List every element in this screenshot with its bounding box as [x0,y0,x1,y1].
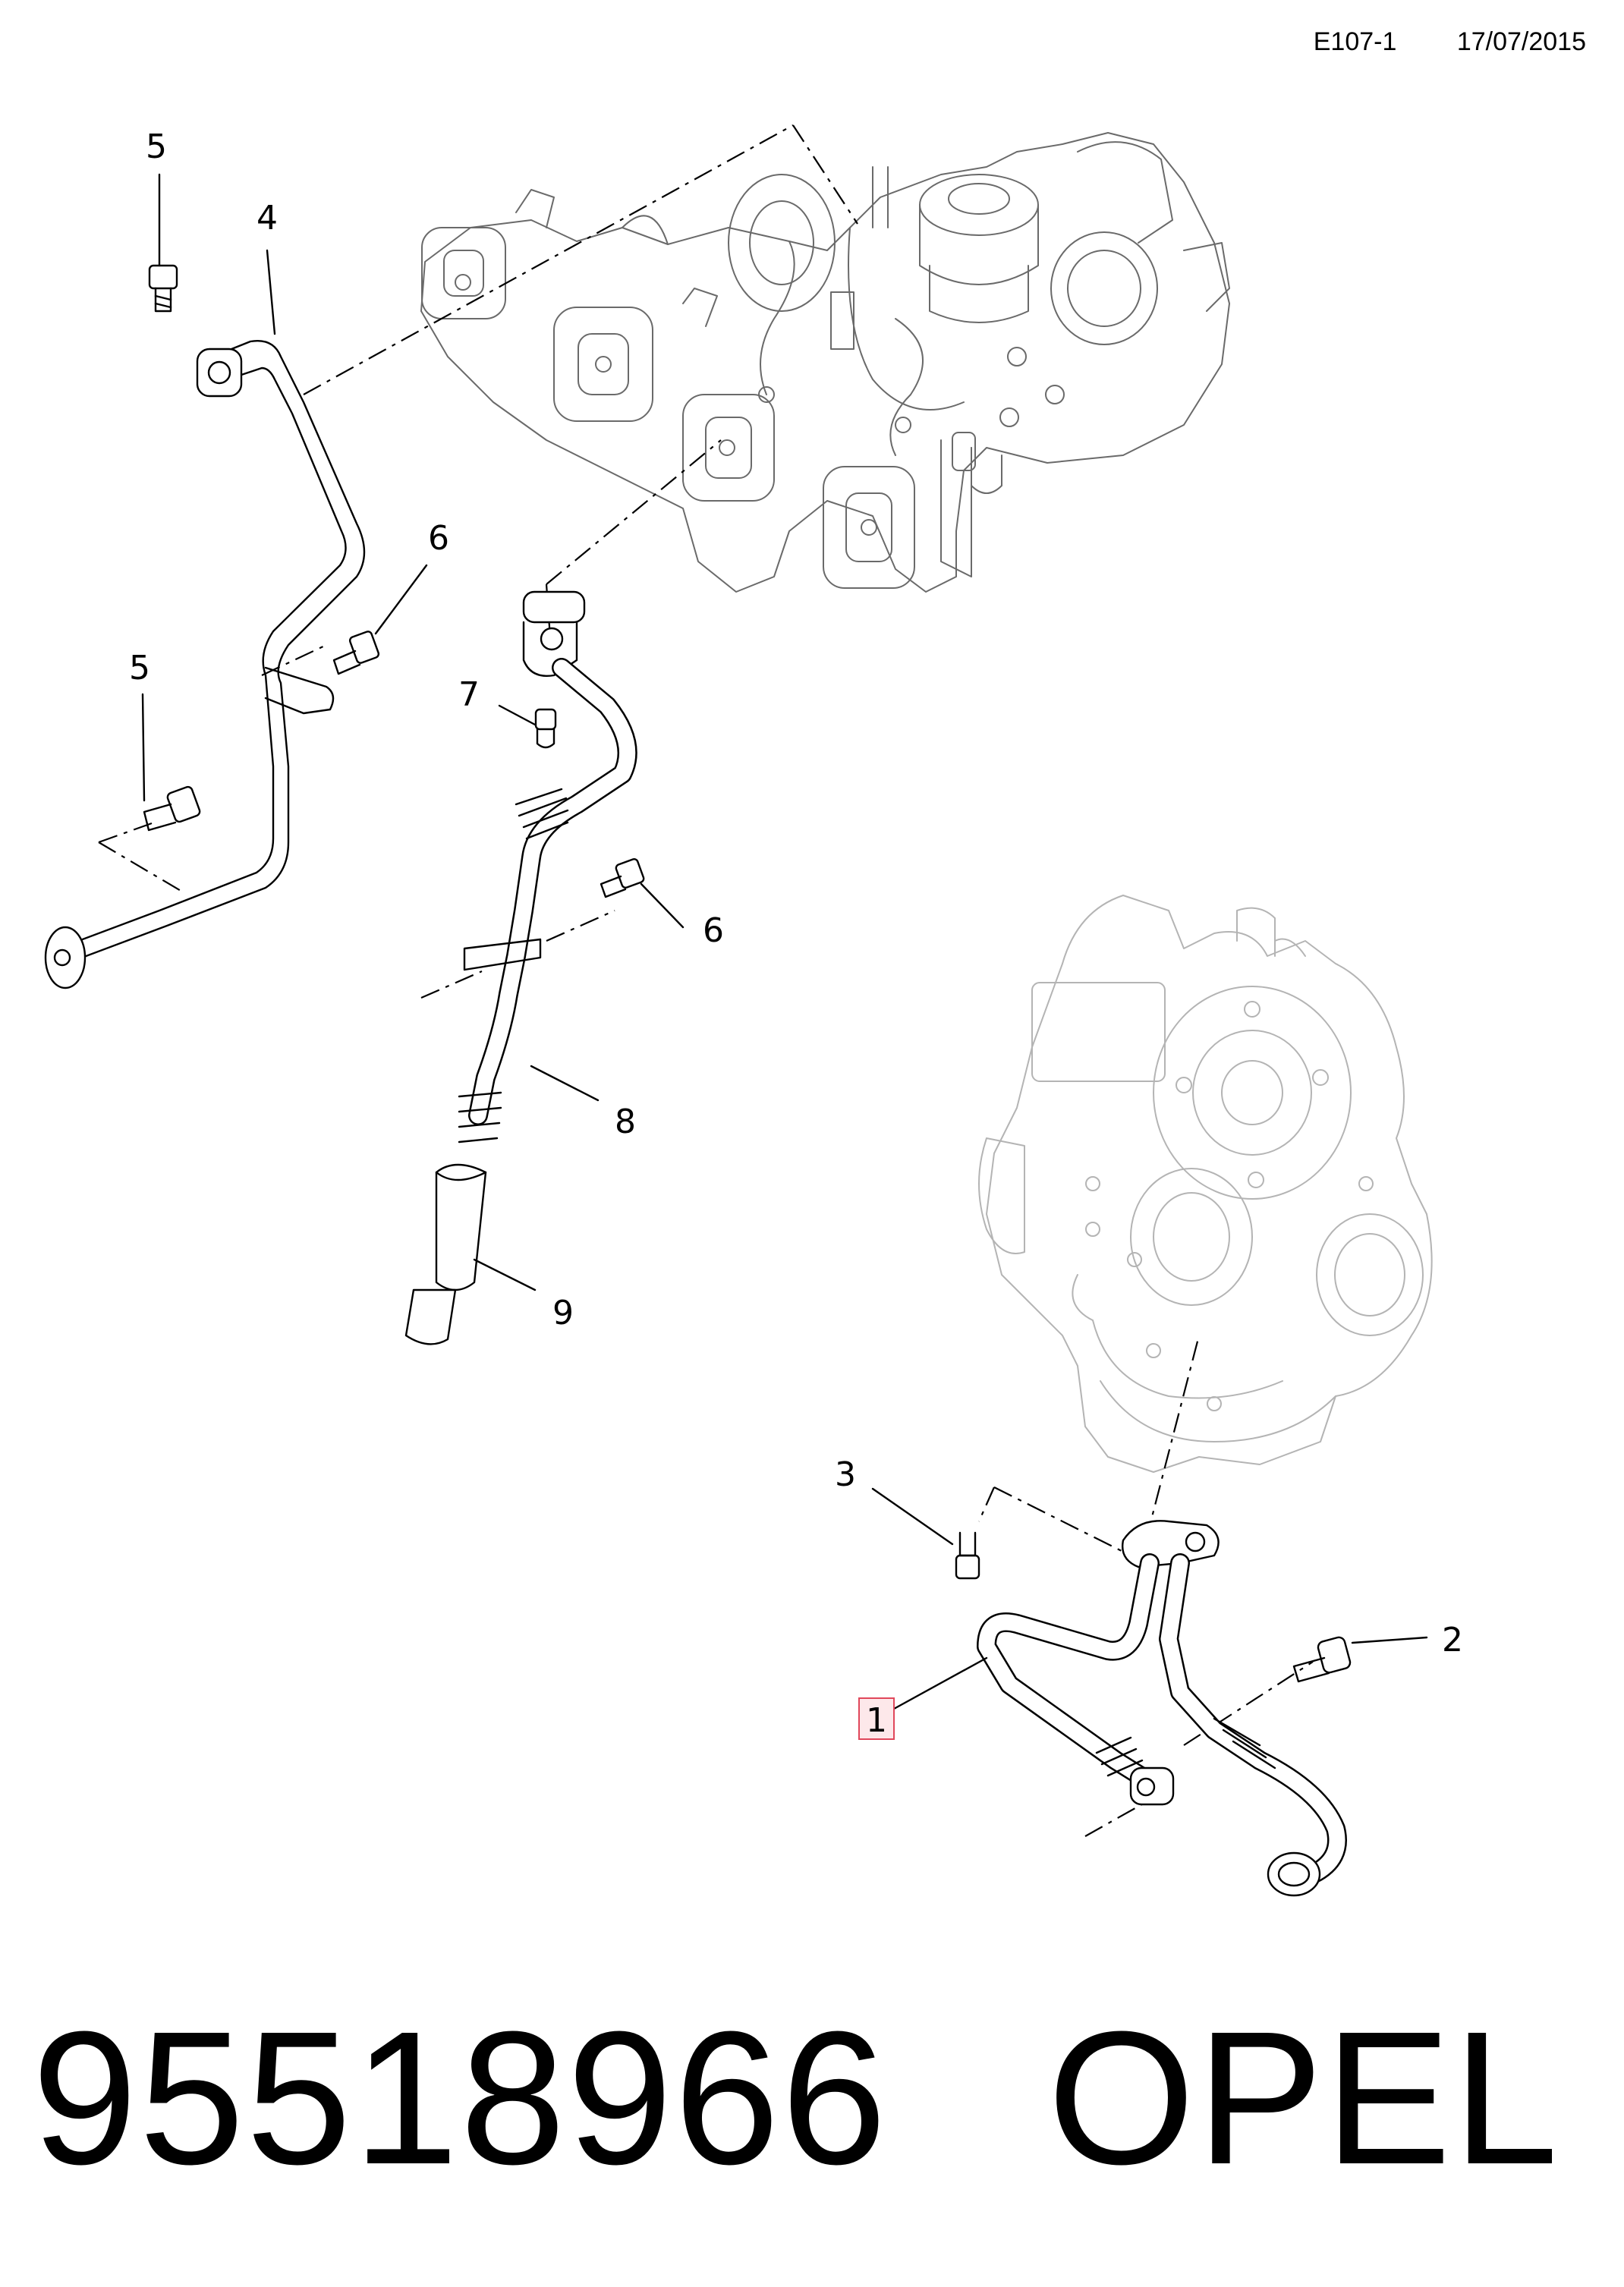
exhaust-manifold-turbo-assembly [420,132,1230,593]
oil-return-pipe-8 [458,590,637,1144]
callout-3[interactable]: 3 [835,1455,856,1494]
callout-labels: 5 4 6 5 7 6 8 9 3 2 1 [129,127,1463,1740]
callout-9[interactable]: 9 [552,1294,574,1332]
callout-6-lower[interactable]: 6 [703,911,724,950]
brand-name: OPEL [1047,1992,1560,2204]
part-number: 95518966 [32,1992,889,2204]
callout-1[interactable]: 1 [866,1701,887,1740]
callout-8[interactable]: 8 [615,1103,636,1141]
bolt-3 [955,1531,980,1580]
oil-pipe-1 [977,1520,1347,1897]
diagram-header: E107-1 17/07/2015 [1314,27,1586,57]
callout-2[interactable]: 2 [1442,1621,1463,1659]
bolt-6-upper [332,631,380,675]
callout-1-highlight-box [858,1697,895,1740]
callout-5-lower[interactable]: 5 [129,649,150,687]
dashed-assembly-lines [98,124,1314,1837]
callout-leaders [141,173,1428,1710]
oil-feed-pipe-4 [44,340,366,989]
diagram-code: E107-1 [1313,27,1397,56]
bolt-5-lower [143,785,201,832]
callout-4[interactable]: 4 [257,199,278,238]
turbocharger-unit [978,895,1433,1473]
diagram-date: 17/07/2015 [1456,27,1586,56]
callout-5-upper[interactable]: 5 [146,127,167,166]
bolt-5-upper [148,264,178,313]
callout-7[interactable]: 7 [458,675,480,714]
bolt-2 [1292,1636,1352,1683]
bolt-6-lower [600,858,645,898]
bolt-7 [534,708,557,749]
hose-9 [404,1163,487,1345]
callout-6-upper[interactable]: 6 [428,519,449,558]
